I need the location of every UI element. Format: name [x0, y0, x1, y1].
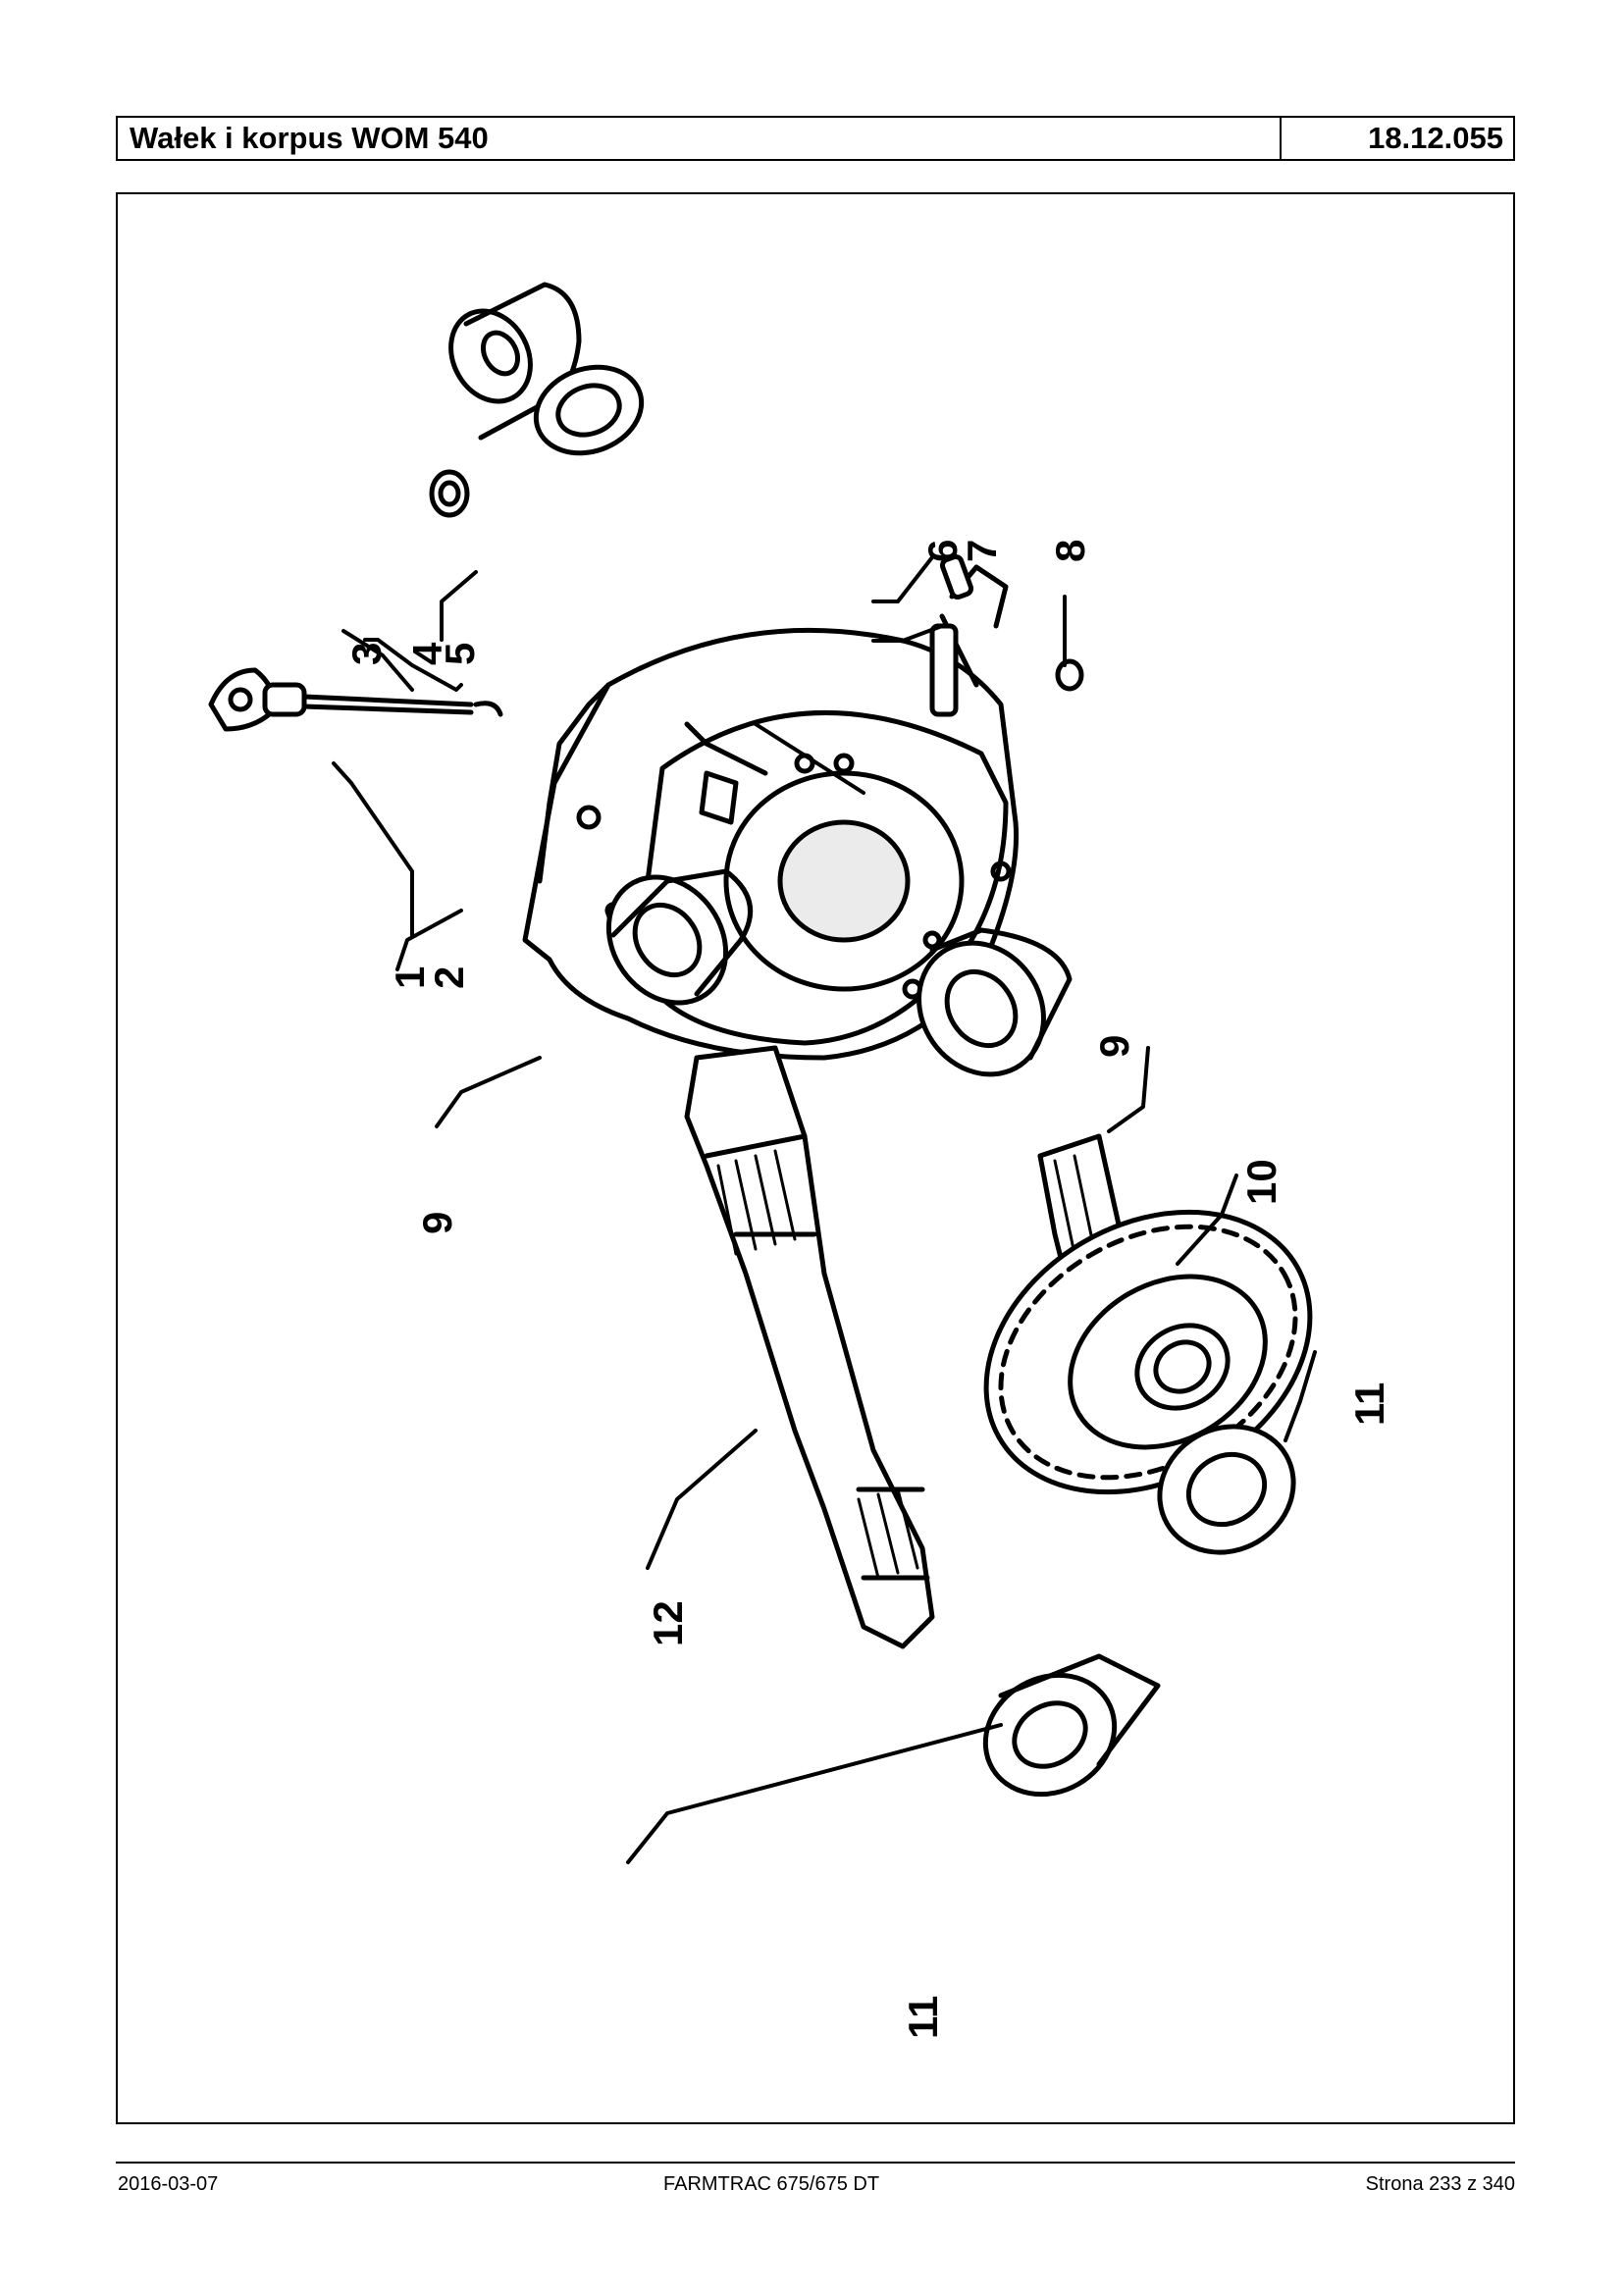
- footer-page-number: Strona 233 z 340: [1365, 2173, 1515, 2195]
- callout-10: 10: [1238, 1159, 1284, 1205]
- dipstick-part: [208, 667, 503, 732]
- leader-lines: [332, 555, 1317, 1864]
- section-code: 18.12.055: [1368, 121, 1503, 155]
- bearing-9-right: [917, 927, 1073, 1077]
- callout-labels: 1 2 3 4 5 6 7 8 9 9 10 11 11 12: [343, 540, 1392, 2039]
- callout-6: 6: [919, 540, 966, 562]
- callout-8: 8: [1047, 540, 1093, 562]
- seal-5: [533, 364, 645, 456]
- callout-7: 7: [959, 540, 1005, 562]
- gear-10: [983, 1209, 1313, 1495]
- page-header: Wałek i korpus WOM 540 18.12.055: [116, 116, 1515, 161]
- footer-divider: [116, 2162, 1515, 2164]
- bearing-11-shaft: [982, 1653, 1161, 1798]
- footer-model: FARMTRAC 675/675 DT: [663, 2173, 880, 2195]
- page-title: Wałek i korpus WOM 540: [118, 118, 1282, 159]
- callout-3: 3: [343, 643, 390, 665]
- callout-12: 12: [645, 1600, 691, 1646]
- callout-2: 2: [426, 966, 472, 989]
- callout-9-left: 9: [414, 1212, 460, 1234]
- callout-9-right: 9: [1091, 1035, 1137, 1058]
- callout-1: 1: [387, 966, 433, 989]
- bearing-4: [448, 282, 582, 441]
- exploded-view-diagram: 1 2 3 4 5 6 7 8 9 9 10 11 11 12: [208, 282, 1392, 2039]
- main-shaft-12: [684, 1045, 935, 1649]
- callout-11-gear: 11: [1346, 1382, 1392, 1426]
- callout-5: 5: [437, 643, 483, 665]
- pin-7: [929, 623, 959, 717]
- footer-date: 2016-03-07: [118, 2173, 219, 2195]
- bearing-9-left: [605, 868, 754, 1006]
- diagram-frame: 1 2 3 4 5 6 7 8 9 9 10 11 11 12: [116, 192, 1515, 2124]
- plug-3: [429, 469, 470, 518]
- callout-11-shaft: 11: [900, 1996, 946, 2039]
- callout-4: 4: [404, 642, 450, 665]
- breather-6: [939, 553, 974, 600]
- cap-8: [1055, 658, 1084, 692]
- bearing-11-gear: [1157, 1424, 1296, 1555]
